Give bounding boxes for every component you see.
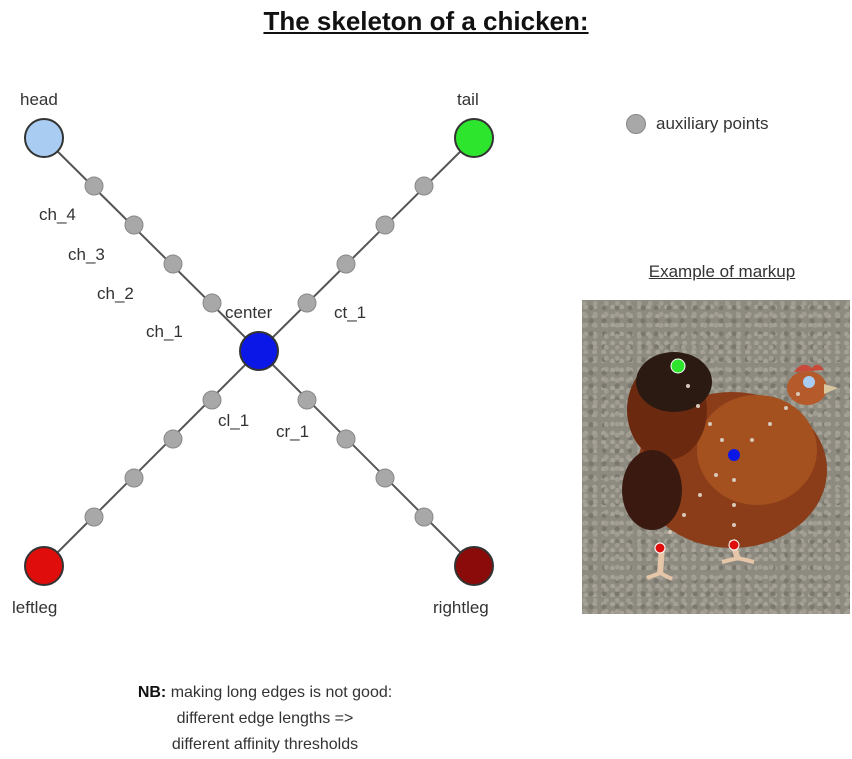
- aux-point-tail-4: [415, 177, 433, 195]
- aux-point-rightleg-1: [298, 391, 316, 409]
- aux-point-leftleg-2: [164, 430, 182, 448]
- note-line-1: NB: making long edges is not good:: [0, 680, 530, 706]
- node-rightleg: [455, 547, 493, 585]
- aux-point-leftleg-1: [203, 391, 221, 409]
- edge-label-ch2: ch_2: [97, 284, 134, 303]
- aux-point-head-2: [164, 255, 182, 273]
- note-prefix: NB:: [138, 684, 166, 701]
- edge-label-ch1: ch_1: [146, 322, 183, 341]
- label-rightleg: rightleg: [433, 598, 489, 617]
- chicken-skeleton-diagram: head tail center leftleg rightleg ch_4 c…: [0, 0, 580, 650]
- edge-label-cr1: cr_1: [276, 422, 309, 441]
- edge-center-tail: [259, 138, 474, 351]
- label-tail: tail: [457, 90, 479, 109]
- aux-point-rightleg-2: [337, 430, 355, 448]
- note: NB: making long edges is not good: diffe…: [0, 680, 530, 758]
- edge-label-ch3: ch_3: [68, 245, 105, 264]
- edge-label-cl1: cl_1: [218, 411, 249, 430]
- aux-point-head-3: [125, 216, 143, 234]
- aux-point-leftleg-4: [85, 508, 103, 526]
- legend-label: auxiliary points: [656, 114, 768, 134]
- aux-point-tail-2: [337, 255, 355, 273]
- node-tail: [455, 119, 493, 157]
- label-head: head: [20, 90, 58, 109]
- aux-point-rightleg-4: [415, 508, 433, 526]
- legend: auxiliary points: [626, 114, 768, 134]
- note-line-2: different edge lengths =>: [0, 706, 530, 732]
- auxiliary-point-icon: [626, 114, 646, 134]
- node-leftleg: [25, 547, 63, 585]
- aux-point-tail-1: [298, 294, 316, 312]
- node-head: [25, 119, 63, 157]
- aux-point-head-1: [203, 294, 221, 312]
- aux-point-head-4: [85, 177, 103, 195]
- edge-label-ct1: ct_1: [334, 303, 366, 322]
- edge-center-rightleg: [259, 351, 474, 566]
- note-line-3: different affinity thresholds: [0, 732, 530, 758]
- note-text-1: making long edges is not good:: [171, 684, 392, 701]
- aux-point-leftleg-3: [125, 469, 143, 487]
- edge-label-ch4: ch_4: [39, 205, 76, 224]
- node-center: [240, 332, 278, 370]
- label-leftleg: leftleg: [12, 598, 57, 617]
- example-title: Example of markup: [582, 262, 852, 282]
- aux-point-rightleg-3: [376, 469, 394, 487]
- edge-center-leftleg: [44, 351, 259, 566]
- chicken-markup-photo: [582, 300, 850, 614]
- aux-point-tail-3: [376, 216, 394, 234]
- label-center: center: [225, 303, 273, 322]
